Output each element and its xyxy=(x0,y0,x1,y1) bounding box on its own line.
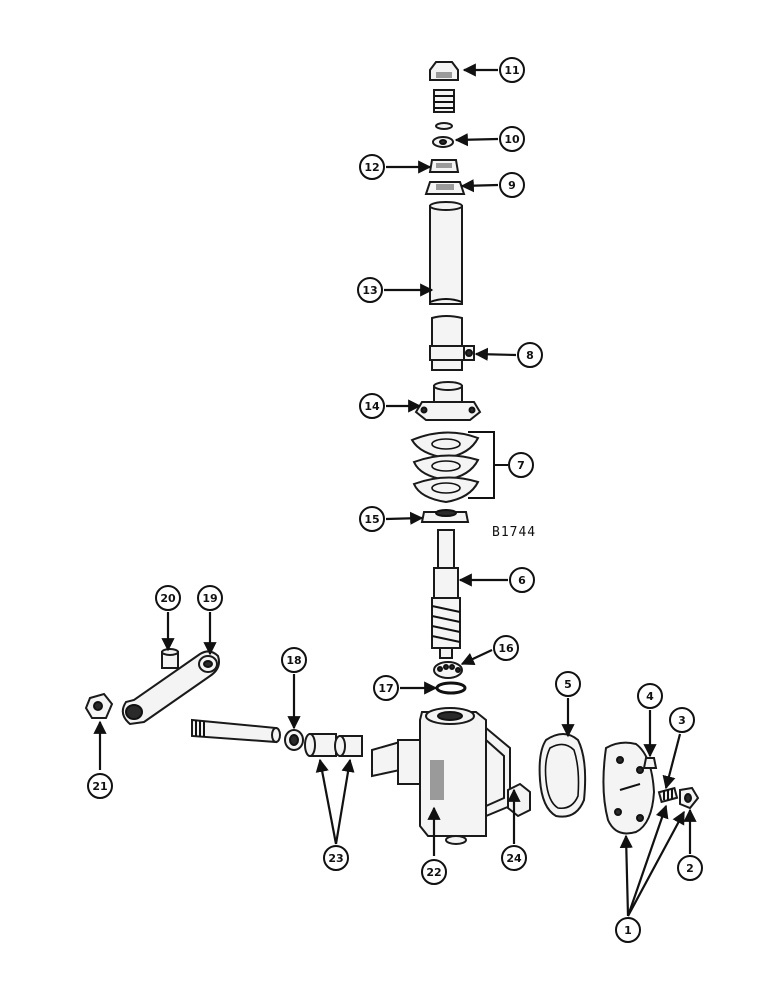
callout-5: 5 xyxy=(555,671,581,697)
callout-9-label: 9 xyxy=(508,179,516,192)
part-washer xyxy=(432,136,454,148)
part-threaded-stud xyxy=(433,89,455,130)
callout-11-label: 11 xyxy=(504,64,519,77)
callout-8: 8 xyxy=(517,342,543,368)
part-pitman-arm xyxy=(121,650,220,726)
part-shim-bottom xyxy=(412,476,480,504)
callout-24: 24 xyxy=(501,845,527,871)
callout-14-label: 14 xyxy=(364,400,380,413)
callout-12-label: 12 xyxy=(364,161,379,174)
callout-22-label: 22 xyxy=(426,866,441,879)
part-ball-bearing xyxy=(433,661,463,679)
callout-1-label: 1 xyxy=(624,924,632,937)
leader-lines xyxy=(93,63,697,917)
part-shim-middle xyxy=(412,454,480,482)
part-side-cover xyxy=(602,741,656,835)
callout-4-label: 4 xyxy=(646,690,654,703)
callout-17: 17 xyxy=(373,675,399,701)
callout-3: 3 xyxy=(669,707,695,733)
part-bushing-inner xyxy=(334,735,363,757)
callout-23: 23 xyxy=(323,845,349,871)
callout-5-label: 5 xyxy=(564,678,572,691)
part-bushing-outer xyxy=(304,733,337,757)
callout-14: 14 xyxy=(359,393,385,419)
part-column-jacket xyxy=(429,315,475,371)
part-adjusting-nut xyxy=(424,181,466,195)
callout-10-label: 10 xyxy=(504,133,520,146)
part-worm-shaft xyxy=(431,529,461,659)
callout-21: 21 xyxy=(87,773,113,799)
callout-8-label: 8 xyxy=(526,349,534,362)
callout-18: 18 xyxy=(281,647,307,673)
callout-24-label: 24 xyxy=(506,852,522,865)
part-shim-top xyxy=(410,431,480,460)
callout-6: 6 xyxy=(509,567,535,593)
part-adjusting-screw xyxy=(657,786,679,804)
part-cap-nut xyxy=(429,61,459,81)
part-bearing-cup xyxy=(420,509,470,523)
callout-7: 7 xyxy=(508,452,534,478)
callout-13-label: 13 xyxy=(362,284,377,297)
drawing-reference: B1744 xyxy=(492,525,536,540)
callout-4: 4 xyxy=(637,683,663,709)
callout-20-label: 20 xyxy=(160,592,176,605)
part-column-tube xyxy=(429,201,463,305)
callout-16: 16 xyxy=(493,635,519,661)
callout-12: 12 xyxy=(359,154,385,180)
part-arm-nut xyxy=(84,692,114,719)
part-lock-nut xyxy=(679,786,700,810)
callout-19-label: 19 xyxy=(202,592,217,605)
callout-21-label: 21 xyxy=(92,780,107,793)
shim-bracket xyxy=(468,431,508,499)
part-sector-shaft xyxy=(191,718,281,744)
callout-22: 22 xyxy=(421,859,447,885)
callout-9: 9 xyxy=(499,172,525,198)
callout-19: 19 xyxy=(197,585,223,611)
part-jam-nut xyxy=(428,159,460,173)
part-snap-ring xyxy=(435,681,467,695)
callout-13: 13 xyxy=(357,277,383,303)
callout-2-label: 2 xyxy=(686,862,694,875)
part-side-cover-flange xyxy=(507,782,531,818)
part-gear-housing xyxy=(371,707,511,845)
callout-2: 2 xyxy=(677,855,703,881)
callout-11: 11 xyxy=(499,57,525,83)
callout-3-label: 3 xyxy=(678,714,686,727)
callout-20: 20 xyxy=(155,585,181,611)
callout-23-label: 23 xyxy=(328,852,343,865)
callout-10: 10 xyxy=(499,126,525,152)
part-spacer xyxy=(161,648,179,669)
part-mounting-flange xyxy=(414,381,482,421)
callout-18-label: 18 xyxy=(286,654,301,667)
callout-16-label: 16 xyxy=(498,642,514,655)
part-oil-seal xyxy=(284,729,304,751)
part-small-nut xyxy=(642,757,658,769)
callout-15-label: 15 xyxy=(364,513,379,526)
part-gasket xyxy=(538,733,587,818)
callout-6-label: 6 xyxy=(518,574,526,587)
callout-7-label: 7 xyxy=(517,459,525,472)
callout-17-label: 17 xyxy=(378,682,393,695)
callout-1: 1 xyxy=(615,917,641,943)
callout-15: 15 xyxy=(359,506,385,532)
